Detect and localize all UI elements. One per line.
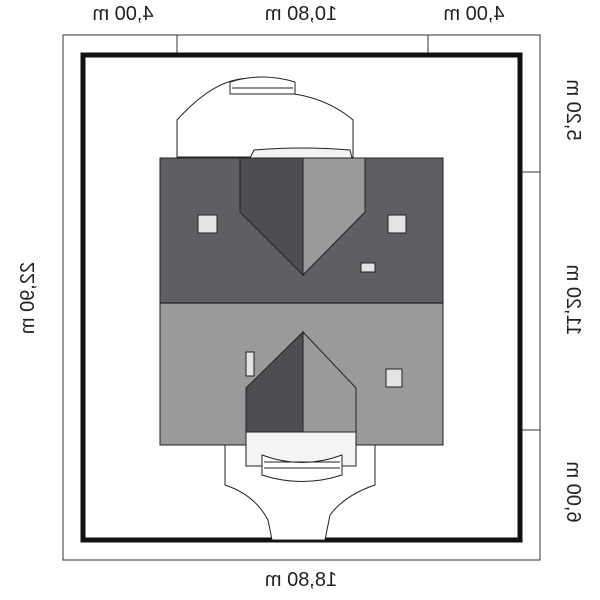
dimension-frame bbox=[62, 34, 541, 561]
skylight-front-narrow bbox=[245, 351, 255, 377]
dim-right-middle: 11,20 m bbox=[562, 265, 584, 336]
rear-dormer-right-slope bbox=[302, 157, 366, 277]
chimney-small bbox=[360, 262, 376, 273]
skylight-left bbox=[197, 214, 218, 234]
outer-frame bbox=[62, 34, 541, 561]
roof-features bbox=[197, 214, 407, 388]
dimension-labels: 4,00 m 10,80 m 4,00 m 18,80 m 22,90 m 5,… bbox=[17, 3, 584, 591]
skylight-right bbox=[387, 214, 407, 234]
rear-terrace bbox=[176, 76, 354, 159]
dim-left: 22,90 m bbox=[17, 262, 39, 334]
dim-top-left: 4,00 m bbox=[92, 3, 153, 25]
dim-top-center: 10,80 m bbox=[265, 3, 337, 25]
skylight-front-right bbox=[385, 368, 403, 388]
dim-right-bottom: 6,00 m bbox=[562, 461, 584, 522]
rear-bay-cap bbox=[249, 147, 353, 159]
dim-bottom: 18,80 m bbox=[265, 569, 337, 591]
rear-dormer bbox=[239, 157, 366, 277]
entrance-porch bbox=[245, 431, 357, 467]
front-entrance bbox=[224, 431, 376, 541]
dim-top-right: 4,00 m bbox=[443, 3, 504, 25]
rear-bay-window bbox=[229, 76, 296, 95]
dim-right-top: 5,20 m bbox=[562, 79, 584, 140]
